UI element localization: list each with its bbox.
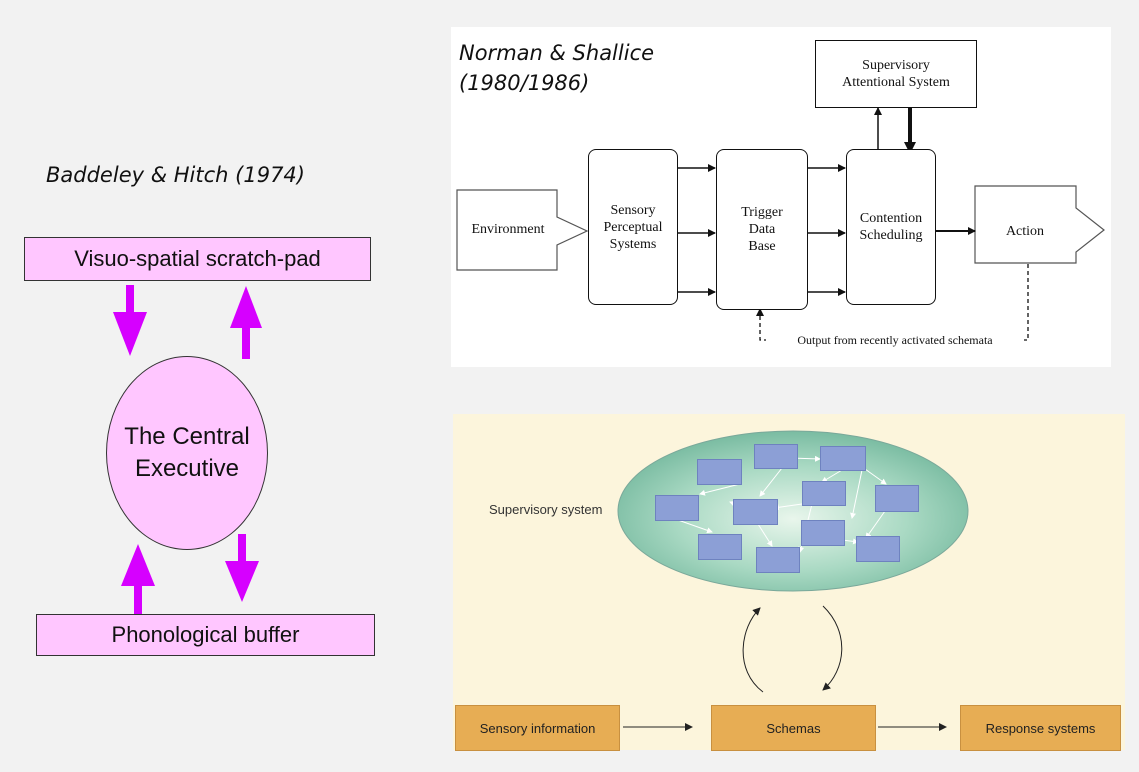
schema-node <box>655 495 699 521</box>
schema-node <box>698 534 742 560</box>
contention-line1: Contention <box>859 211 923 226</box>
baddeley-title: Baddeley & Hitch (1974) <box>46 163 305 187</box>
schema-node <box>697 459 742 485</box>
output-schemata-label: Output from recently activated schemata <box>766 331 1024 349</box>
sensory-line1: Sensory <box>610 202 656 218</box>
trigger-line3: Base <box>748 239 776 254</box>
response-systems-box: Response systems <box>960 705 1121 751</box>
schemas-box: Schemas <box>711 705 876 751</box>
trigger-line1: Trigger <box>741 205 783 220</box>
arrow-down-icon <box>225 534 259 602</box>
sensory-line3: Systems <box>609 236 657 252</box>
central-executive-line1: The Central <box>124 423 250 450</box>
schema-node <box>802 481 846 506</box>
sensory-perceptual-box: Sensory Perceptual Systems <box>588 149 678 305</box>
environment-label: Environment <box>471 222 545 237</box>
arrow-up-icon <box>230 286 262 359</box>
schema-node <box>756 547 800 573</box>
trigger-database-box: Trigger Data Base <box>716 149 808 310</box>
schema-node <box>856 536 900 562</box>
norman-title: Norman & Shallice (1980/1986) <box>459 38 654 98</box>
trigger-line2: Data <box>748 222 776 237</box>
action-label: Action <box>1005 224 1045 239</box>
schema-node <box>875 485 919 512</box>
norman-title-line2: (1980/1986) <box>459 71 590 95</box>
arrow-up-icon <box>121 544 155 614</box>
phonological-box: Phonological buffer <box>36 614 375 656</box>
schema-node <box>754 444 798 469</box>
supervisory-system-label: Supervisory system <box>489 502 603 517</box>
central-executive-line2: Executive <box>134 455 240 482</box>
environment-arrow-shape <box>456 189 589 271</box>
sas-line1: Supervisory <box>862 58 930 73</box>
sensory-line2: Perceptual <box>603 219 663 235</box>
contention-scheduling-box: Contention Scheduling <box>846 149 936 305</box>
schema-node <box>733 499 778 525</box>
sas-line2: Attentional System <box>842 75 950 90</box>
action-arrow-shape <box>974 185 1105 264</box>
visuospatial-box: Visuo-spatial scratch-pad <box>24 237 371 281</box>
central-executive: The Central Executive <box>106 356 268 550</box>
schema-node <box>820 446 866 471</box>
supervisory-attentional-box: Supervisory Attentional System <box>815 40 977 108</box>
sensory-information-box: Sensory information <box>455 705 620 751</box>
norman-title-line1: Norman & Shallice <box>459 41 655 65</box>
schema-node <box>801 520 845 546</box>
contention-line2: Scheduling <box>859 228 923 243</box>
arrow-down-icon <box>113 285 147 356</box>
